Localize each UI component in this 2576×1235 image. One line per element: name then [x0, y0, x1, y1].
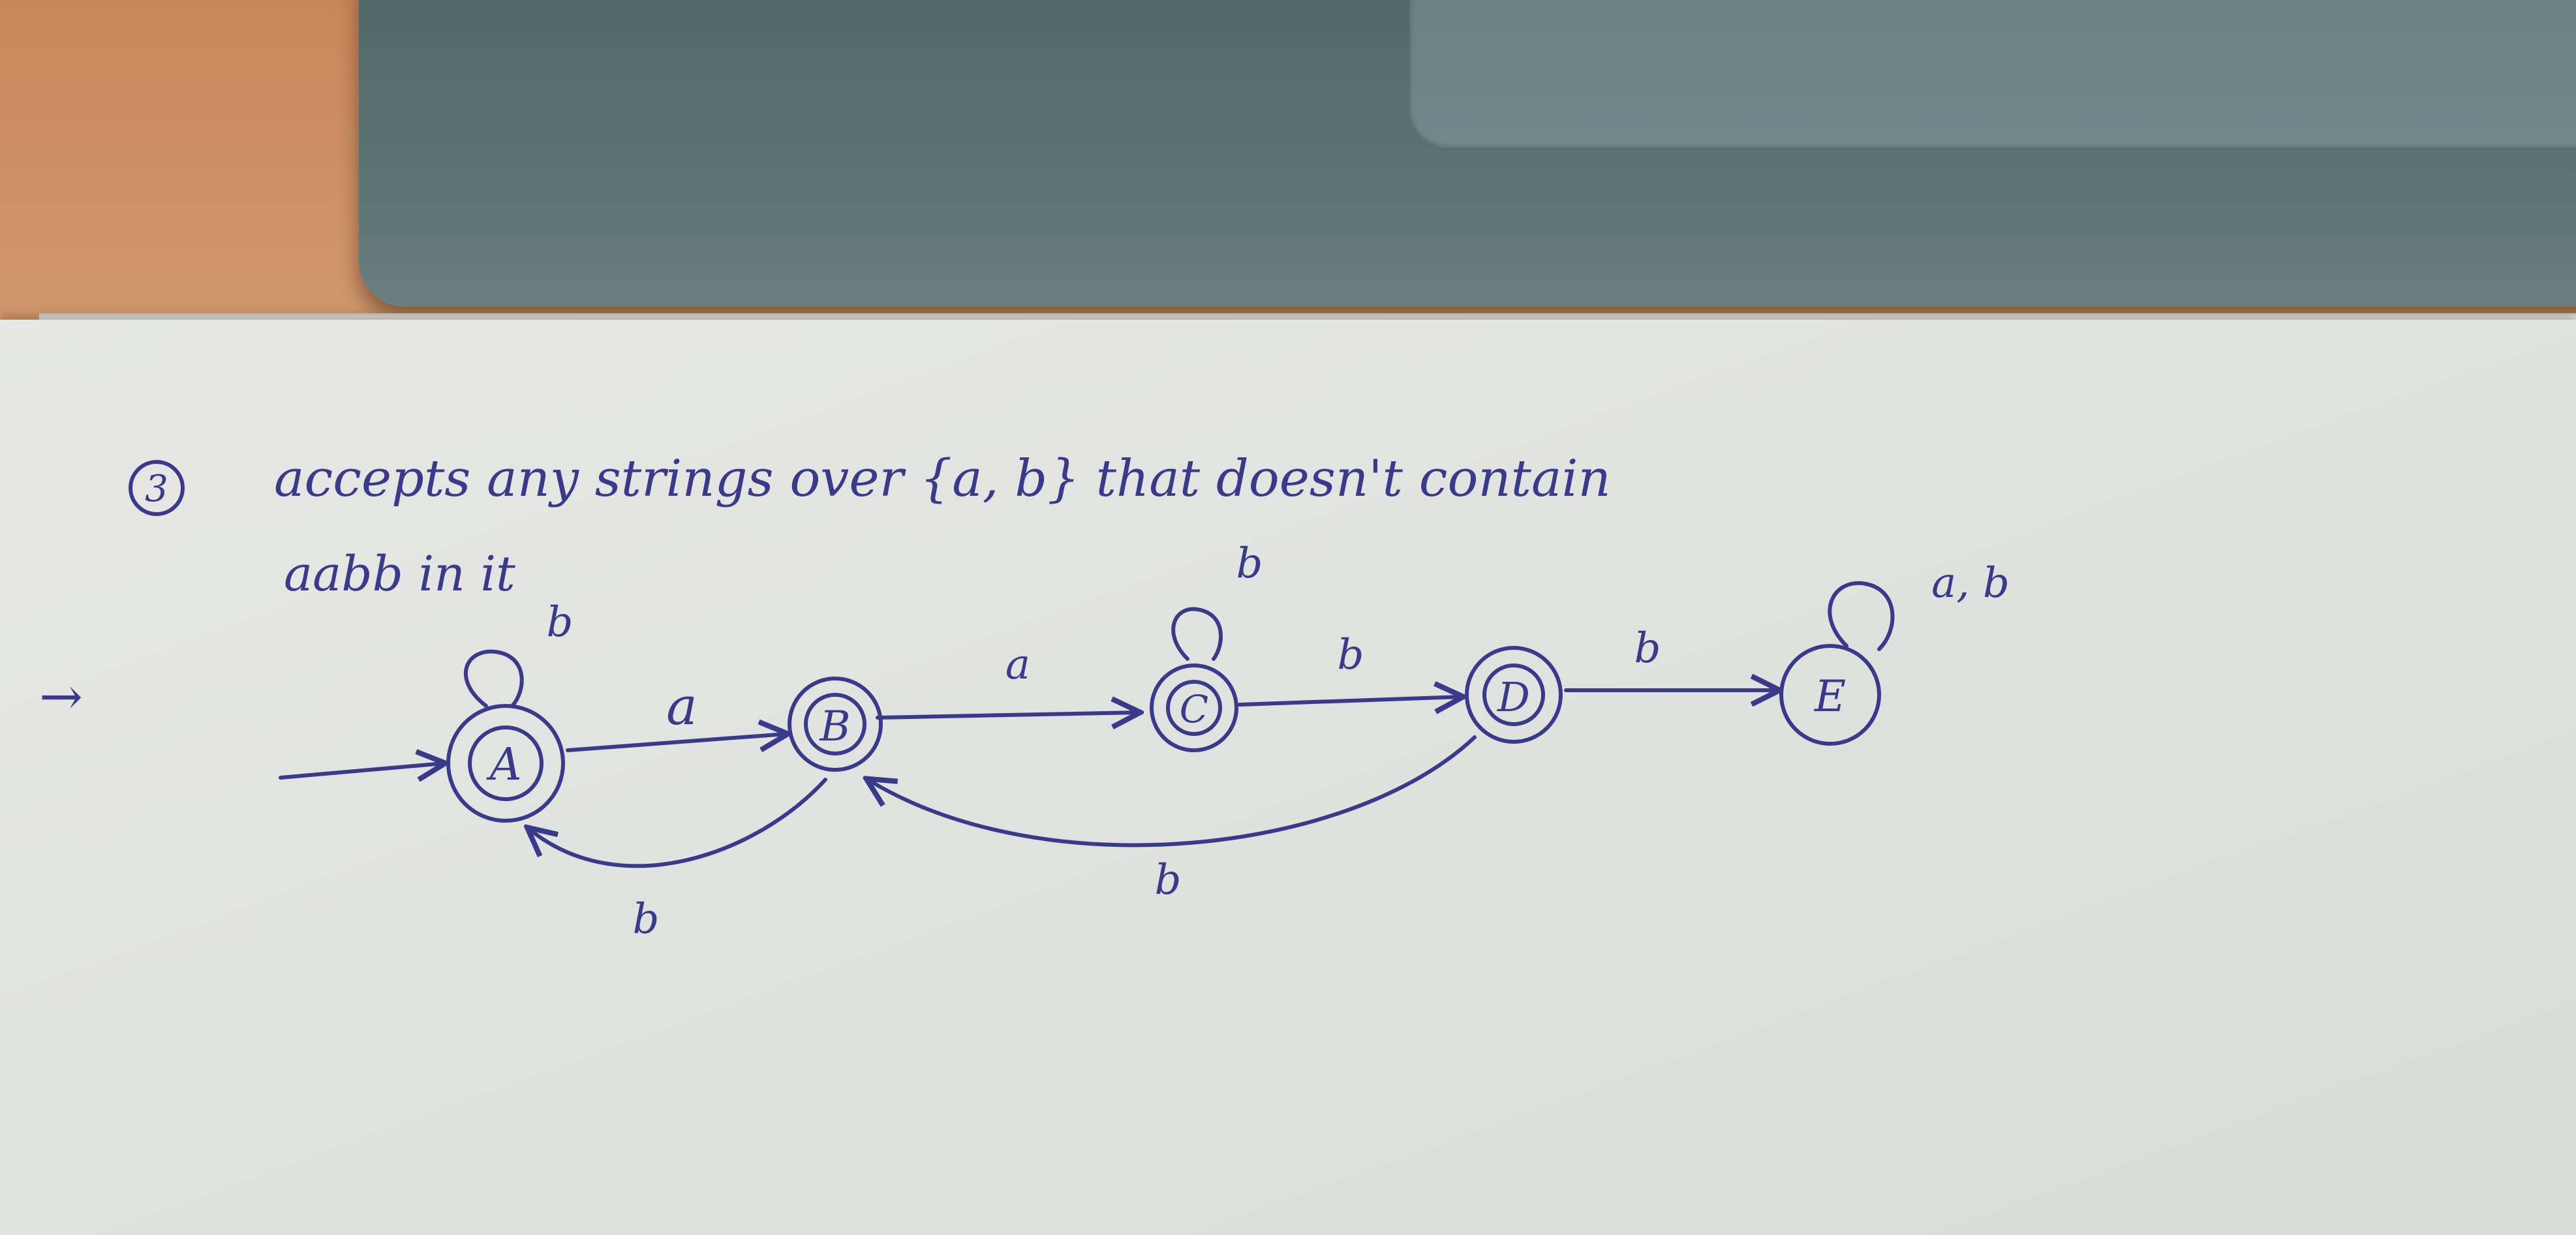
transition-a-b: [566, 734, 786, 750]
state-e-label: E: [1814, 671, 1846, 722]
problem-number-circle: [129, 460, 185, 516]
state-c-label: C: [1180, 687, 1208, 731]
transition-c-loop-label: b: [1236, 540, 1263, 588]
transition-d-e-label: b: [1634, 624, 1661, 673]
state-b-outer: [788, 677, 883, 772]
state-e: E: [1779, 644, 1881, 746]
state-d: D: [1465, 646, 1563, 744]
transition-a-b-label: a: [666, 676, 698, 737]
transition-e-loop-label: a, b: [1931, 559, 2010, 607]
transition-d-b-label: b: [1155, 856, 1182, 904]
state-c: C: [1150, 663, 1238, 752]
transition-e-loop: [1828, 581, 1895, 651]
state-d-inner: [1482, 663, 1545, 726]
state-b-inner: [804, 693, 866, 755]
transition-a-loop: [464, 649, 524, 708]
transition-b-a-label: b: [633, 895, 660, 943]
state-a: A: [446, 704, 565, 823]
state-e-circle: [1779, 644, 1881, 746]
problem-line-2: aabb in it: [284, 546, 515, 602]
state-d-label: D: [1497, 673, 1530, 721]
margin-arrow: →: [39, 666, 83, 727]
state-b: B: [788, 677, 883, 772]
state-a-outer: [446, 704, 565, 823]
transition-b-c-label: a: [1005, 641, 1030, 689]
transition-b-a: [529, 778, 827, 868]
transition-d-b: [868, 735, 1477, 847]
transition-c-loop: [1171, 607, 1223, 661]
state-c-outer: [1150, 663, 1238, 752]
state-b-label: B: [819, 703, 850, 751]
problem-number: 3: [145, 468, 168, 510]
transition-c-d: [1238, 697, 1462, 705]
state-a-label: A: [485, 739, 521, 791]
state-a-inner: [468, 725, 544, 801]
state-d-outer: [1465, 646, 1563, 744]
transitions: b a b a b b b b a, b: [464, 540, 2010, 943]
transition-c-d-label: b: [1338, 631, 1364, 679]
transition-a-loop-label: b: [547, 598, 574, 647]
problem-line-1: accepts any strings over {a, b} that doe…: [274, 450, 1611, 508]
laptop-trackpad: [1409, 0, 2576, 150]
problem-heading: 3 accepts any strings over {a, b} that d…: [129, 450, 1611, 602]
state-c-inner: [1166, 680, 1222, 736]
transition-b-c: [876, 712, 1139, 718]
start-arrow: [279, 763, 444, 778]
